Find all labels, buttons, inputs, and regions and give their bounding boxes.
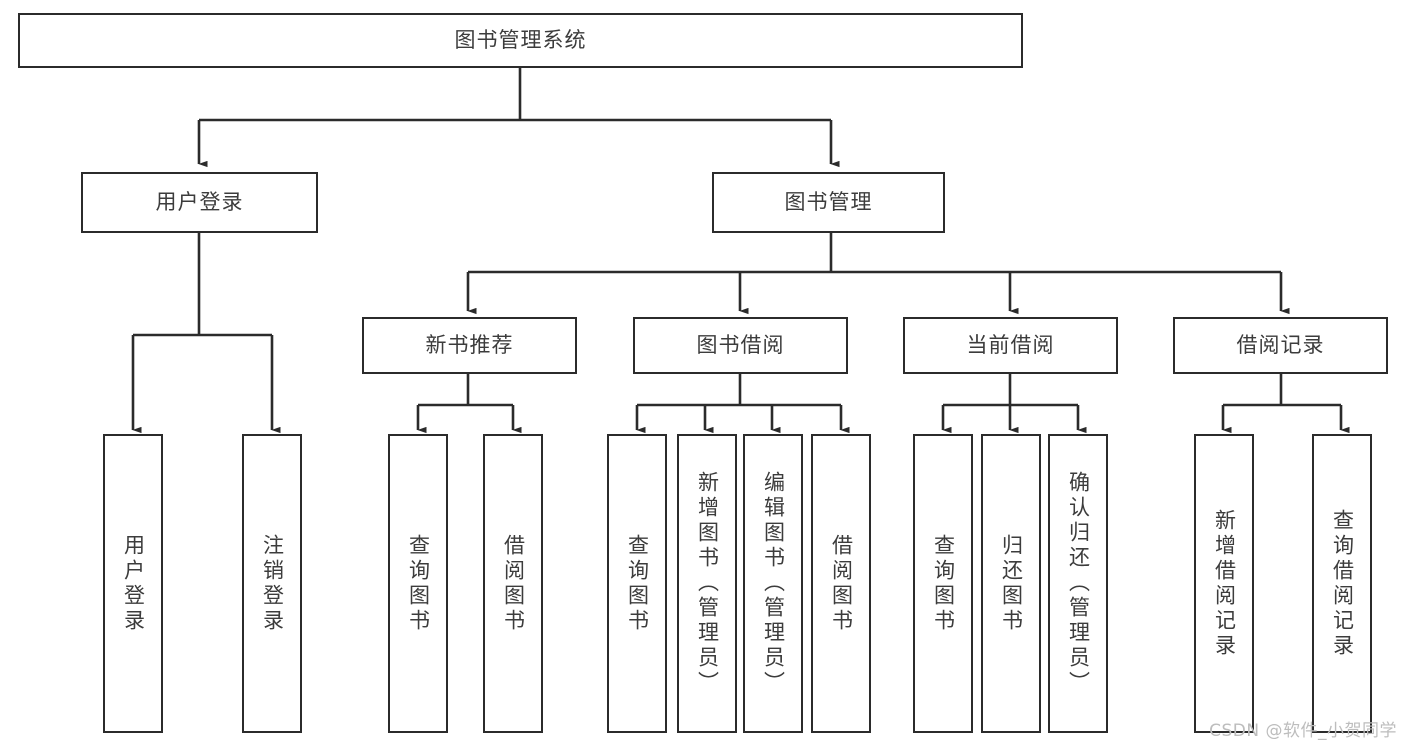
node-label: 用户登录 [155,190,244,215]
leaf-br-query-record[interactable]: 查询借阅记录 [1312,434,1372,733]
node-label: 借阅图书 [829,533,854,634]
node-label: 用户登录 [121,533,146,634]
node-label: 查询图书 [931,533,956,634]
node-label: 查询图书 [625,533,650,634]
node-label: 图书管理系统 [454,28,587,53]
leaf-user-login[interactable]: 用户登录 [103,434,163,733]
node-label: 当前借阅 [966,333,1055,358]
node-label: 新增借阅记录 [1212,508,1237,659]
leaf-cb-return-book[interactable]: 归还图书 [981,434,1041,733]
node-label: 图书管理 [784,190,873,215]
leaf-bb-query-book[interactable]: 查询图书 [607,434,667,733]
leaf-bb-borrow-book[interactable]: 借阅图书 [811,434,871,733]
leaf-bb-add-book[interactable]: 新增图书（管理员） [677,434,737,733]
node-new-book-recommend[interactable]: 新书推荐 [362,317,577,374]
node-label: 查询借阅记录 [1330,508,1355,659]
leaf-bb-edit-book[interactable]: 编辑图书（管理员） [743,434,803,733]
node-borrow-record[interactable]: 借阅记录 [1173,317,1388,374]
node-label: 编辑图书（管理员） [761,471,786,696]
leaf-br-add-record[interactable]: 新增借阅记录 [1194,434,1254,733]
leaf-logout[interactable]: 注销登录 [242,434,302,733]
node-label: 借阅记录 [1236,333,1325,358]
node-current-borrow[interactable]: 当前借阅 [903,317,1118,374]
leaf-cb-confirm-return[interactable]: 确认归还（管理员） [1048,434,1108,733]
node-label: 确认归还（管理员） [1066,471,1091,696]
csdn-watermark: CSDN @软件_小贺同学 [1209,721,1397,741]
node-root-system[interactable]: 图书管理系统 [18,13,1023,68]
node-label: 借阅图书 [501,533,526,634]
node-label: 注销登录 [260,533,285,634]
leaf-cb-query-book[interactable]: 查询图书 [913,434,973,733]
node-label: 查询图书 [406,533,431,634]
node-book-management[interactable]: 图书管理 [712,172,945,233]
node-label: 新书推荐 [425,333,514,358]
leaf-nb-query-book[interactable]: 查询图书 [388,434,448,733]
node-user-login[interactable]: 用户登录 [81,172,318,233]
node-book-borrow[interactable]: 图书借阅 [633,317,848,374]
node-label: 新增图书（管理员） [695,471,720,696]
leaf-nb-borrow-book[interactable]: 借阅图书 [483,434,543,733]
node-label: 图书借阅 [696,333,785,358]
node-label: 归还图书 [999,533,1024,634]
